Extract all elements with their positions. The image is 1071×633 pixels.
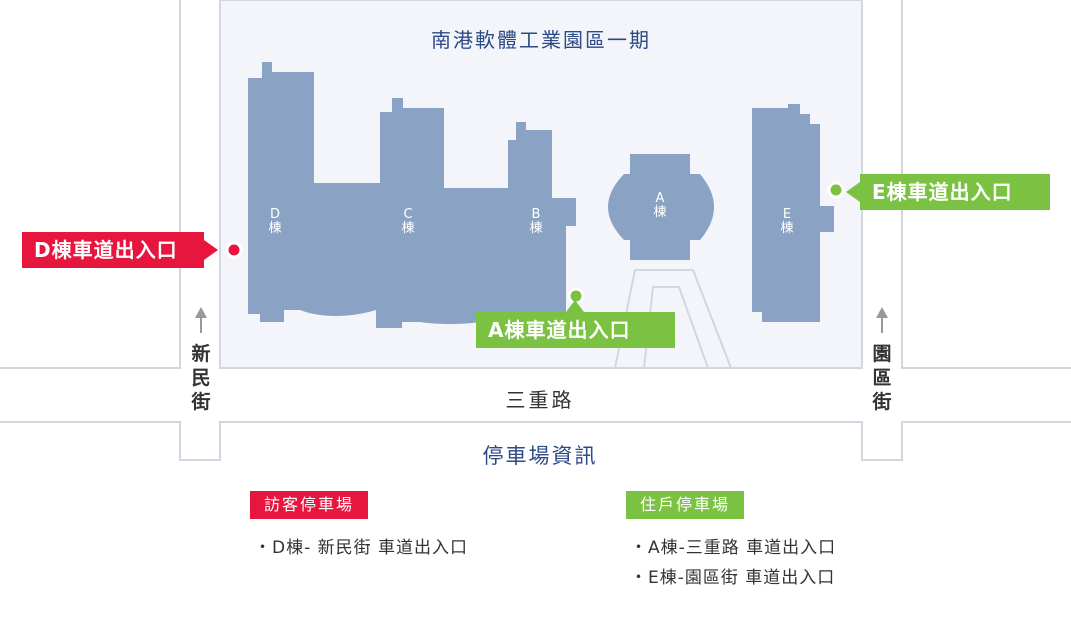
a-entrance-tag: A棟車道出入口 — [476, 300, 675, 348]
building-b-suffix: 棟 — [529, 221, 543, 236]
building-d-letter: D — [269, 207, 280, 222]
building-a — [608, 154, 714, 260]
visitor-parking-badge: 訪客停車場 — [250, 491, 369, 519]
building-e — [752, 104, 834, 322]
building-a-suffix: 棟 — [653, 205, 667, 220]
building-dcb — [248, 62, 576, 328]
street-sanchong: 三重路 — [505, 388, 575, 412]
e-entrance-label: E棟車道出入口 — [872, 180, 1013, 204]
resident-parking-badge: 住戶停車場 — [626, 491, 745, 519]
building-c-label: C 棟 — [388, 208, 428, 236]
e-entrance-dot — [827, 181, 845, 199]
d-entrance-dot — [225, 241, 243, 259]
street-xinmin-char: 新 — [191, 343, 211, 365]
resident-entry: ・E棟-園區街 車道出入口 — [630, 568, 836, 588]
street-xinmin-char: 民 — [191, 367, 211, 389]
parking-info-title: 停車場資訊 — [482, 444, 598, 468]
building-c-suffix: 棟 — [401, 221, 415, 236]
building-b-letter: B — [531, 207, 541, 222]
street-yuanqu: 園 區 街 — [867, 342, 897, 414]
building-e-suffix: 棟 — [780, 221, 794, 236]
street-xinmin: 新 民 街 — [186, 342, 216, 414]
park-title: 南港軟體工業園區一期 — [431, 28, 651, 52]
street-yuanqu-char: 園 — [872, 343, 892, 365]
up-arrow-icon — [876, 307, 888, 333]
building-d-suffix: 棟 — [268, 221, 282, 236]
building-b-label: B 棟 — [516, 208, 556, 236]
resident-entry: ・A棟-三重路 車道出入口 — [630, 538, 837, 558]
visitor-entry: ・D棟- 新民街 車道出入口 — [254, 538, 469, 558]
building-e-label: E 棟 — [767, 208, 807, 236]
building-a-letter: A — [655, 191, 665, 206]
a-entrance-label: A棟車道出入口 — [488, 318, 631, 342]
building-e-letter: E — [782, 207, 792, 222]
building-a-label: A 棟 — [640, 192, 680, 220]
building-d-label: D 棟 — [255, 208, 295, 236]
e-entrance-tag: E棟車道出入口 — [846, 174, 1050, 210]
street-yuanqu-char: 街 — [872, 391, 892, 413]
street-yuanqu-char: 區 — [872, 367, 892, 389]
up-arrow-icon — [195, 307, 207, 333]
d-entrance-tag: D棟車道出入口 — [22, 232, 218, 268]
d-entrance-label: D棟車道出入口 — [34, 238, 178, 262]
building-c-letter: C — [403, 207, 413, 222]
street-xinmin-char: 街 — [191, 391, 211, 413]
